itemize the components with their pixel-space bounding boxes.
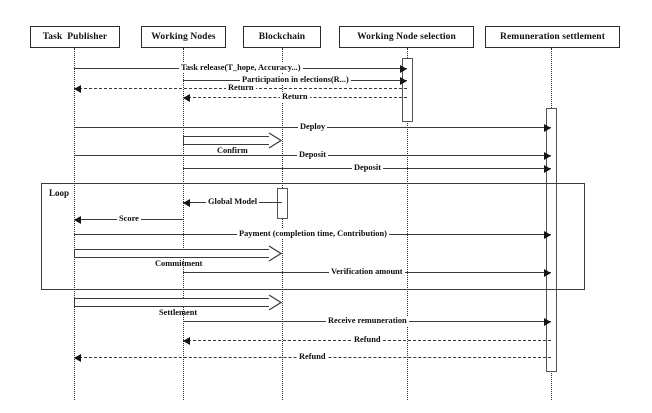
arrowhead-m5 (544, 123, 551, 132)
message-label-m16: Refund (352, 335, 383, 345)
arrowhead-m4 (183, 93, 190, 102)
participant-task_publisher[interactable]: Task Publisher (30, 26, 120, 48)
arrowhead-m16 (183, 336, 190, 345)
message-label-m11: Payment (completion time, Contribution) (237, 229, 389, 239)
blockarrow-shaft (74, 297, 269, 307)
message-label-m8: Deposit (352, 163, 383, 173)
arrowhead-m7 (544, 151, 551, 160)
message-label-m5: Deploy (298, 122, 328, 132)
arrowhead-m10 (74, 215, 81, 224)
lifeline-task_publisher (74, 48, 75, 400)
message-label-m12: Commitment (155, 259, 203, 268)
participant-remuneration_settlement[interactable]: Remuneration settlement (485, 26, 620, 48)
blockarrow-shaft (183, 135, 269, 145)
blockarrow-head (268, 244, 282, 262)
message-label-m17: Refund (297, 352, 328, 362)
fragment-label-loop: Loop (49, 188, 70, 198)
arrowhead-m8 (544, 164, 551, 173)
message-label-m6: Confirm (217, 146, 248, 155)
lifeline-working_node_selection (407, 48, 408, 400)
message-label-m4: Return (280, 92, 310, 102)
lifeline-working_nodes (183, 48, 184, 400)
message-label-m7: Deposit (297, 150, 328, 160)
participant-working_nodes[interactable]: Working Nodes (141, 26, 226, 48)
activation-bar-blockchain (276, 188, 288, 219)
blockarrow-head (268, 131, 282, 149)
message-label-m2: Participation in elections(R...) (240, 75, 351, 85)
blockarrow-head (268, 293, 282, 311)
participant-working_node_selection[interactable]: Working Node selection (339, 26, 474, 48)
activation-bar-working_node_selection (401, 58, 413, 122)
arrowhead-m17 (74, 353, 81, 362)
arrowhead-m11 (544, 230, 551, 239)
participant-blockchain[interactable]: Blockchain (243, 26, 321, 48)
message-blockarrow-m6 (183, 131, 282, 149)
lifeline-blockchain (282, 48, 283, 400)
message-label-m1: Task release(T_hope, Accuracy...) (179, 63, 303, 73)
arrowhead-m3 (74, 84, 81, 93)
message-label-m13: Verification amount (329, 267, 405, 277)
message-blockarrow-m14 (74, 293, 282, 311)
arrowhead-m9 (183, 198, 190, 207)
message-label-m10: Score (117, 214, 141, 224)
message-label-m3: Return (226, 83, 256, 93)
arrowhead-m1 (400, 64, 407, 73)
message-blockarrow-m12 (74, 244, 282, 262)
fragment-loop (41, 183, 585, 290)
arrowhead-m13 (544, 268, 551, 277)
message-label-m15: Receive remuneration (326, 316, 409, 326)
message-label-m14: Settlement (159, 308, 198, 317)
blockarrow-shaft (74, 248, 269, 258)
arrowhead-m2 (400, 76, 407, 85)
arrowhead-m15 (544, 317, 551, 326)
message-label-m9: Global Model (206, 197, 260, 207)
activation-bar-remuneration_settlement (545, 108, 557, 372)
